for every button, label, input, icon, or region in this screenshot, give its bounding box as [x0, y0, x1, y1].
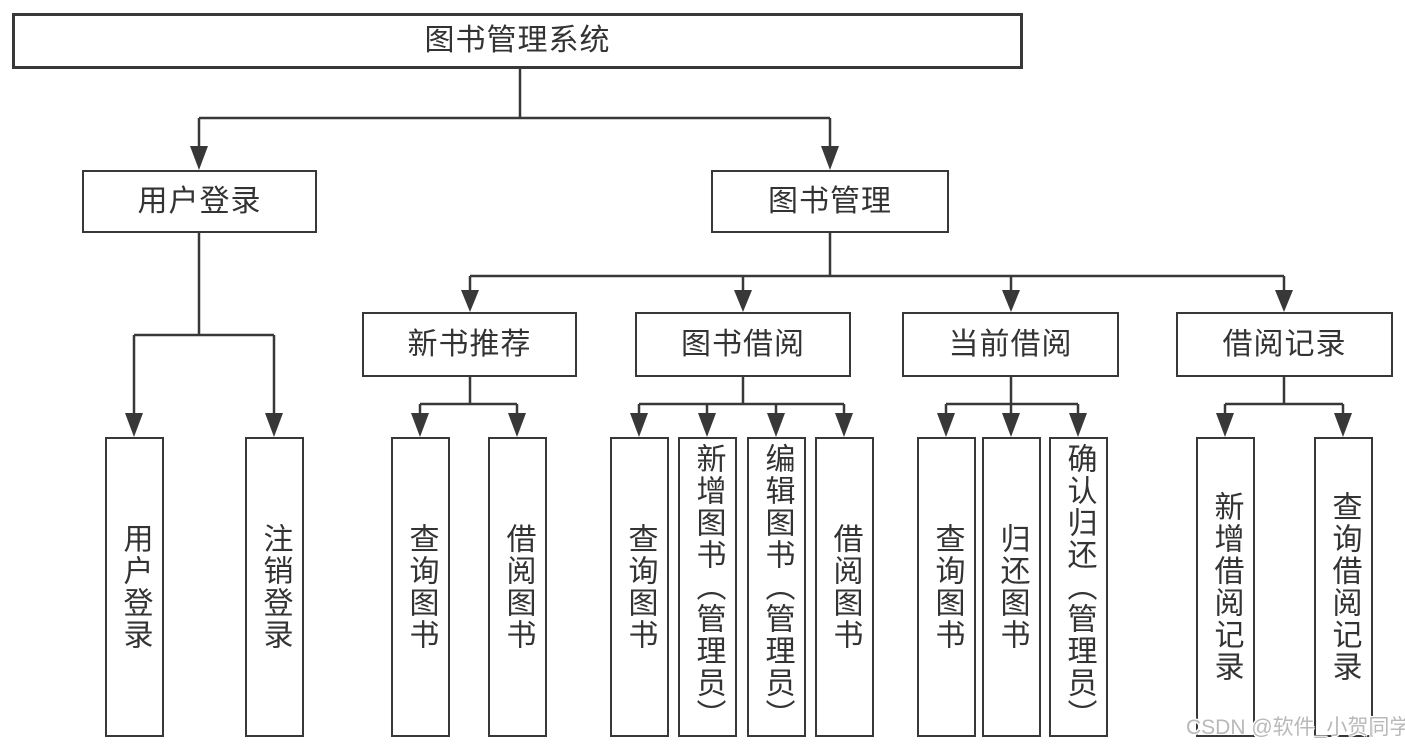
- leaf-label: 新增图书（管理员）: [691, 443, 725, 731]
- leaf-label: 注销登录: [258, 523, 292, 651]
- connector-new-book-children: [411, 377, 526, 437]
- leaf-query-books-2: 查询图书: [610, 437, 669, 737]
- leaf-add-borrow-record: 新增借阅记录: [1196, 437, 1255, 737]
- leaf-return-books: 归还图书: [982, 437, 1041, 737]
- node-label: 用户登录: [137, 184, 262, 218]
- node-label: 图书管理系统: [424, 24, 611, 57]
- node-label: 当前借阅: [948, 327, 1073, 361]
- leaf-label: 查询图书: [930, 523, 964, 651]
- leaf-borrow-books-2: 借阅图书: [815, 437, 874, 737]
- leaf-label: 借阅图书: [828, 523, 862, 651]
- connector-book-management-children: [461, 233, 1293, 312]
- leaf-label: 归还图书: [995, 523, 1029, 651]
- leaf-confirm-return-admin: 确认归还（管理员）: [1049, 437, 1108, 737]
- node-current-borrowing: 当前借阅: [902, 312, 1119, 377]
- node-label: 图书借阅: [681, 327, 805, 361]
- connector-root-to-level2: [190, 69, 839, 170]
- connector-current-borrow-children: [937, 377, 1087, 437]
- leaf-user-login: 用户登录: [105, 437, 164, 737]
- leaf-label: 查询图书: [623, 523, 657, 651]
- node-label: 借阅记录: [1222, 327, 1347, 361]
- node-label: 新书推荐: [407, 327, 532, 361]
- leaf-label: 新增借阅记录: [1209, 491, 1243, 683]
- node-user-login: 用户登录: [82, 170, 317, 233]
- watermark: CSDN @软件_小贺同学: [1186, 716, 1405, 739]
- leaf-add-book-admin: 新增图书（管理员）: [678, 437, 737, 737]
- leaf-query-borrow-record: 查询借阅记录: [1314, 437, 1373, 737]
- leaf-label: 借阅图书: [501, 523, 535, 651]
- connector-borrow-record-children: [1216, 377, 1352, 437]
- node-book-management-system: 图书管理系统: [12, 13, 1023, 69]
- node-new-book-recommend: 新书推荐: [362, 312, 577, 377]
- connector-user-login-children: [125, 233, 283, 437]
- leaf-borrow-books-1: 借阅图书: [488, 437, 547, 737]
- leaf-logout-login: 注销登录: [245, 437, 304, 737]
- leaf-edit-book-admin: 编辑图书（管理员）: [747, 437, 806, 737]
- node-book-borrowing: 图书借阅: [635, 312, 851, 377]
- leaf-label: 查询借阅记录: [1327, 491, 1361, 683]
- leaf-label: 编辑图书（管理员）: [760, 443, 794, 731]
- leaf-label: 确认归还（管理员）: [1062, 443, 1096, 731]
- leaf-query-books-1: 查询图书: [391, 437, 450, 737]
- node-borrowing-records: 借阅记录: [1176, 312, 1393, 377]
- leaf-label: 用户登录: [118, 523, 152, 651]
- connector-book-borrow-children: [630, 377, 853, 437]
- node-label: 图书管理: [768, 184, 892, 218]
- node-book-management: 图书管理: [711, 170, 949, 233]
- leaf-query-books-3: 查询图书: [917, 437, 976, 737]
- leaf-label: 查询图书: [404, 523, 438, 651]
